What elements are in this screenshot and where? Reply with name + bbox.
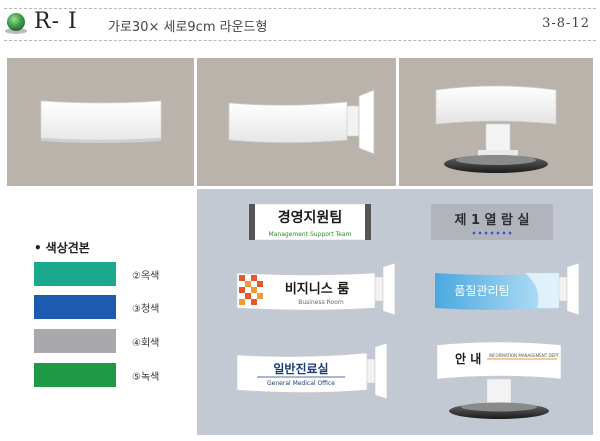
product-photo-stand <box>399 58 593 186</box>
header-bottom-rule <box>4 40 596 41</box>
color-samples-section: 색상견본 ②옥색 ③청색 ④회색 ⑤녹색 <box>0 189 195 439</box>
sample-sign-medical-office: 일반진료실 General Medical Office <box>236 342 388 400</box>
sample1-title: 경영지원팀 <box>278 209 342 226</box>
swatch-label-gray: ④회색 <box>132 338 160 349</box>
sample-sign-information-desk: 안 내 INFORMATION MANAGEMENT DEPT. <box>436 341 562 419</box>
page-number: 3-8-12 <box>542 16 590 31</box>
swatch-jade <box>34 262 116 286</box>
design-samples-panel: 경영지원팀 Management Support Team 제 1 열 람 실 <box>197 189 593 435</box>
swatch-label-green: ⑤녹색 <box>132 372 160 383</box>
product-photo-front <box>7 58 194 186</box>
header-top-rule <box>4 8 596 9</box>
swatch-green <box>34 363 116 387</box>
sample3-subtitle: Business Room <box>298 299 344 306</box>
globe-bullet-icon <box>5 13 27 34</box>
sign-front-illustration <box>40 100 162 143</box>
sample2-title: 제 1 열 람 실 <box>455 212 530 228</box>
sample4-title: 품질관리팀 <box>454 284 509 298</box>
sample-sign-management-support: 경영지원팀 Management Support Team <box>248 203 372 241</box>
sample-sign-reading-room: 제 1 열 람 실 <box>431 204 553 240</box>
swatch-blue <box>34 295 116 319</box>
product-description: 가로30× 세로9cm 라운드형 <box>108 20 268 35</box>
color-samples-title: 색상견본 <box>34 239 90 256</box>
sample1-subtitle: Management Support Team <box>269 231 352 238</box>
sample-sign-business-room: 비지니스 룸 Business Room <box>236 262 396 316</box>
sample6-title: 안 내 <box>455 351 481 366</box>
sample5-subtitle: General Medical Office <box>267 380 335 387</box>
design-samples-canvas: 경영지원팀 Management Support Team 제 1 열 람 실 <box>236 203 580 419</box>
sample-sign-quality-control: 품질관리팀 <box>435 262 580 316</box>
sign-stand-illustration <box>435 85 557 173</box>
sample6-subtitle: INFORMATION MANAGEMENT DEPT. <box>489 353 560 358</box>
sample5-title: 일반진료실 <box>273 361 328 376</box>
product-photo-side <box>197 58 396 186</box>
swatch-gray <box>34 329 116 353</box>
sample3-title: 비지니스 룸 <box>285 281 349 297</box>
product-code: R- I <box>34 9 78 34</box>
page-header: R- I 가로30× 세로9cm 라운드형 3-8-12 <box>0 0 600 44</box>
sign-side-illustration <box>228 89 375 155</box>
swatch-label-blue: ③청색 <box>132 304 160 315</box>
swatch-label-jade: ②옥색 <box>132 271 160 282</box>
